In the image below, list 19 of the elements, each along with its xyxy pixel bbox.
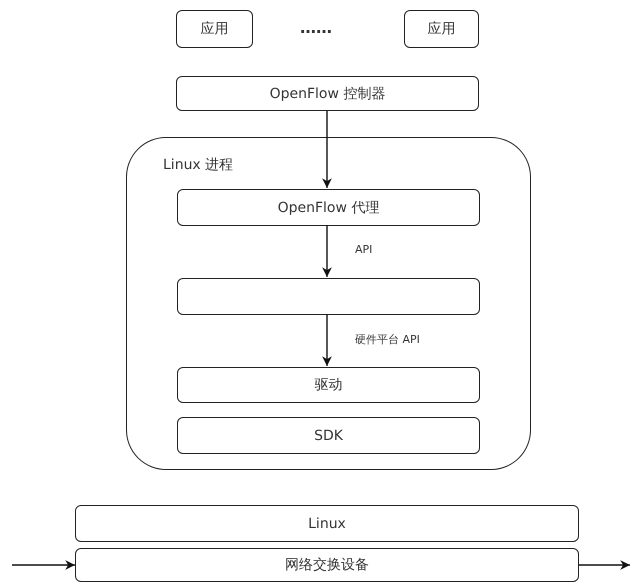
app-box: 应用 (404, 10, 479, 48)
os-box: Linux (75, 505, 579, 542)
process-container (126, 137, 531, 470)
sdk-box: SDK (177, 417, 480, 454)
arrow (12, 560, 75, 570)
edge-label: API (355, 243, 372, 256)
driver-box: 驱动 (177, 367, 480, 403)
controller-box: OpenFlow 控制器 (176, 76, 479, 111)
agent-box: OpenFlow 代理 (177, 189, 480, 226)
edge-label: 硬件平台 API (355, 332, 420, 347)
arrow (322, 111, 332, 188)
arrow (322, 314, 332, 366)
app-box: 应用 (176, 10, 253, 48)
device-box: 网络交换设备 (75, 548, 579, 582)
arrow (579, 560, 630, 570)
ellipsis: …… (300, 18, 332, 37)
arrow (322, 225, 332, 277)
layer-box (177, 278, 480, 315)
container-title: Linux 进程 (163, 156, 234, 174)
